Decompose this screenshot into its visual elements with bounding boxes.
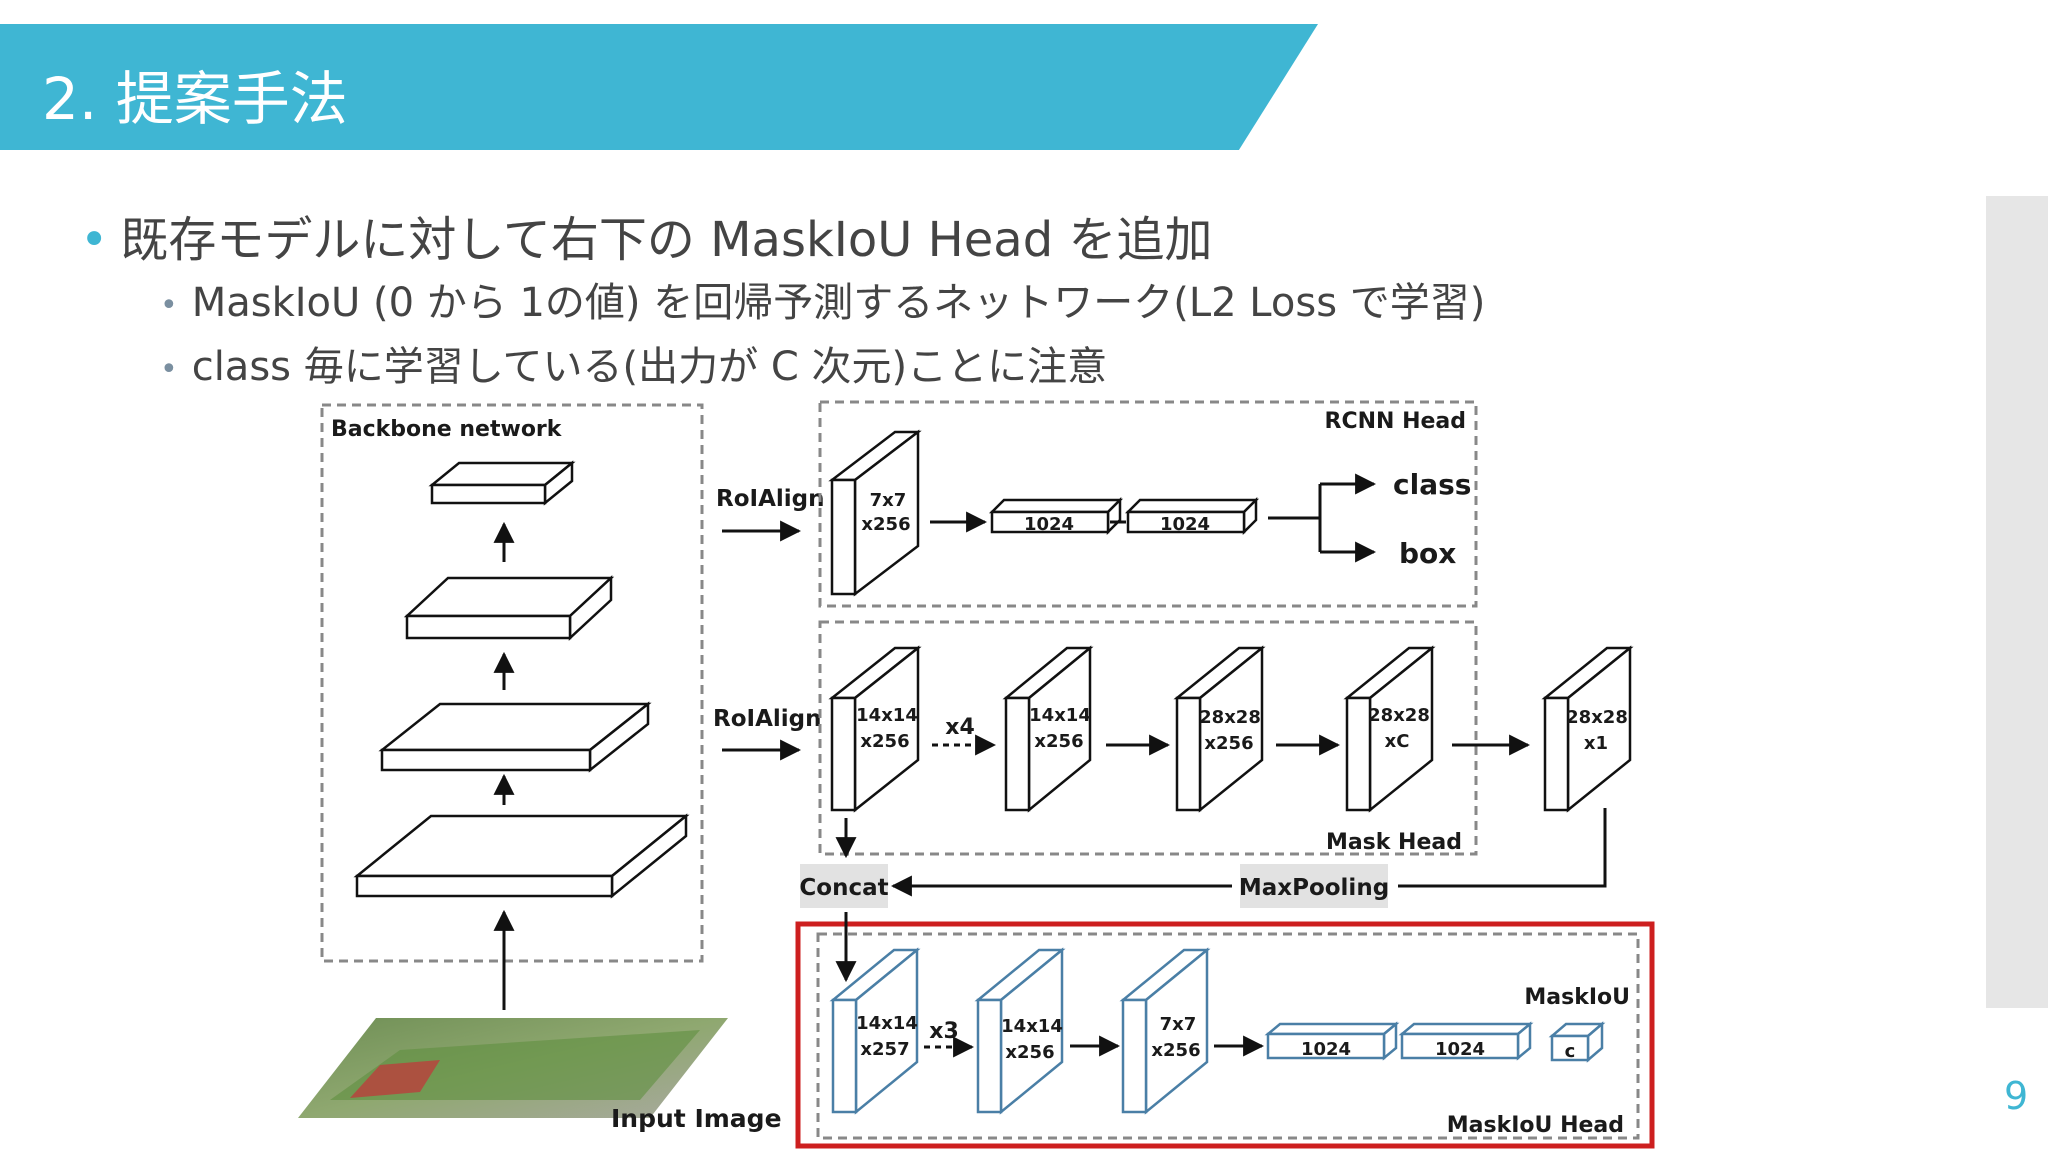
mask-f2-block xyxy=(1002,645,1094,813)
maskiou-f2-line1: 14x14 xyxy=(1001,1016,1063,1037)
title-banner xyxy=(0,24,1318,150)
backbone-layer-2 xyxy=(378,701,652,773)
maskiou-f2-line2: x256 xyxy=(1005,1042,1054,1063)
bullet-dot-icon: • xyxy=(160,287,178,323)
rcnn-feature-line2: x256 xyxy=(861,514,910,535)
mask-f2-line1: 14x14 xyxy=(1029,705,1091,726)
input-image-label: Input Image xyxy=(611,1104,782,1133)
right-side-bar xyxy=(1986,196,2048,1008)
maskiou-fc2-block xyxy=(1398,1021,1534,1061)
rcnn-feature-line1: 7x7 xyxy=(870,490,907,511)
rcnn-fc2-label: 1024 xyxy=(1160,514,1210,535)
rcnn-fc1-block xyxy=(988,496,1124,536)
backbone-layer-1 xyxy=(353,813,690,899)
mask-f3-line2: x256 xyxy=(1204,733,1253,754)
maskiou-f3-block xyxy=(1119,947,1211,1115)
bullet-sub-2-text: class 毎に学習している(出力が C 次元)ことに注意 xyxy=(191,344,1108,390)
mask-head-box xyxy=(818,620,1478,856)
mask-head-label: Mask Head xyxy=(1326,830,1462,855)
rcnn-head-label: RCNN Head xyxy=(1325,409,1467,434)
maskiou-repeat-label: x3 xyxy=(929,1019,959,1044)
bullet-sub-1: • MaskIoU (0 から 1の値) を回帰予測するネットワーク(L2 Los… xyxy=(160,270,1485,328)
rcnn-class-label: class xyxy=(1393,468,1471,501)
maxpool-path xyxy=(1398,808,1607,888)
maskiou-fc1-block xyxy=(1264,1021,1400,1061)
input-image-person xyxy=(350,1060,440,1098)
maxpooling-label: MaxPooling xyxy=(1239,875,1389,901)
maskiou-f3-line2: x256 xyxy=(1151,1040,1200,1061)
maskiou-f3-line1: 7x7 xyxy=(1160,1014,1197,1035)
rcnn-box-label: box xyxy=(1399,537,1456,570)
mask-f3-line1: 28x28 xyxy=(1199,707,1261,728)
mask-f1-line1: 14x14 xyxy=(856,705,918,726)
mask-f4-line2: xC xyxy=(1385,731,1410,752)
maskiou-f2-block xyxy=(974,947,1066,1115)
maskiou-highlight-box xyxy=(795,921,1655,1149)
mask-f3-block xyxy=(1173,645,1266,813)
rcnn-fc2-block xyxy=(1124,496,1260,536)
roialign-top-label: RoIAlign xyxy=(716,486,824,512)
concat-label: Concat xyxy=(799,875,888,901)
bullet-main: •既存モデルに対して右下の MaskIoU Head を追加 xyxy=(80,200,1212,270)
maskiou-head-box xyxy=(816,932,1640,1140)
backbone-label: Backbone network xyxy=(331,417,563,442)
mask-f1-block xyxy=(828,645,922,813)
maskiou-f1-line1: 14x14 xyxy=(856,1013,918,1034)
maskiou-out-block xyxy=(1548,1021,1606,1063)
slide-title: 2. 提案手法 xyxy=(42,65,348,133)
maskiou-fc1-label: 1024 xyxy=(1301,1039,1351,1060)
page-number: 9 xyxy=(2004,1074,2029,1118)
bullet-main-text: 既存モデルに対して右下の MaskIoU Head を追加 xyxy=(120,212,1213,268)
mask-f4-line1: 28x28 xyxy=(1368,705,1430,726)
backbone-layer-4 xyxy=(428,460,576,506)
concat-label-bg xyxy=(800,864,888,908)
mask-f1-line2: x256 xyxy=(860,731,909,752)
rcnn-fc1-label: 1024 xyxy=(1024,514,1074,535)
mask-repeat-label: x4 xyxy=(945,715,975,740)
bullet-sub-2: • class 毎に学習している(出力が C 次元)ことに注意 xyxy=(160,334,1107,392)
maskiou-f1-line2: x257 xyxy=(860,1039,909,1060)
maxpooling-label-bg xyxy=(1240,864,1388,908)
maskiou-out-label: c xyxy=(1565,1041,1576,1062)
maskiou-output-label: MaskIoU xyxy=(1524,985,1630,1010)
mask-f5-line2: x1 xyxy=(1584,733,1608,754)
mask-f4-block xyxy=(1343,645,1436,813)
backbone-box xyxy=(320,403,704,963)
bullet-dot-icon: • xyxy=(160,351,178,387)
mask-f5-block xyxy=(1541,645,1634,813)
bullet-sub-1-text: MaskIoU (0 から 1の値) を回帰予測するネットワーク(L2 Loss… xyxy=(191,280,1486,326)
rcnn-feature-block xyxy=(828,429,922,597)
maskiou-f1-block xyxy=(829,947,921,1115)
mask-f2-line2: x256 xyxy=(1034,731,1083,752)
maskiou-fc2-label: 1024 xyxy=(1435,1039,1485,1060)
bullet-dot-icon: • xyxy=(80,212,109,268)
maskiou-head-label: MaskIoU Head xyxy=(1447,1113,1624,1138)
roialign-mid-label: RoIAlign xyxy=(713,706,821,732)
backbone-layer-3 xyxy=(403,575,615,641)
rcnn-head-box xyxy=(818,400,1478,608)
mask-f5-line1: 28x28 xyxy=(1566,707,1628,728)
